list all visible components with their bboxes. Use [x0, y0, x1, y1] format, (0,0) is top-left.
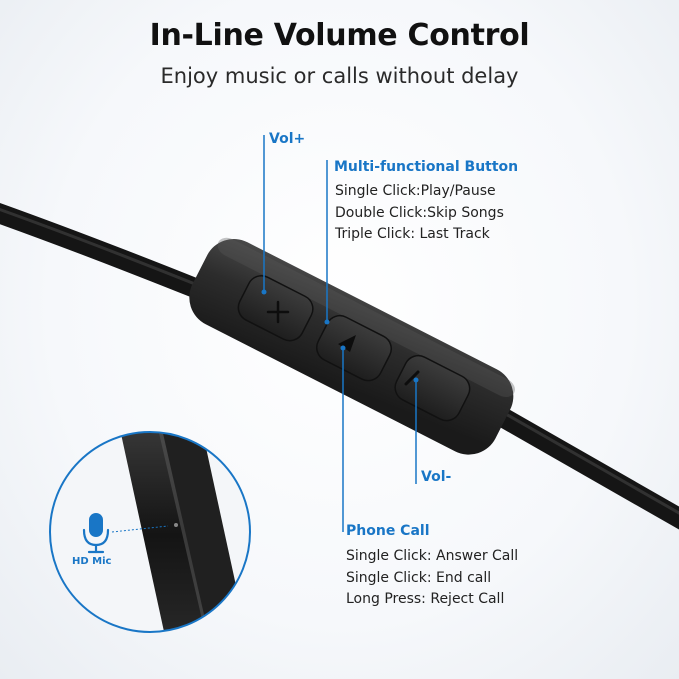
play-icon	[338, 335, 356, 352]
cable-left	[0, 202, 210, 300]
multi-button-line: Double Click:Skip Songs	[335, 204, 504, 221]
plus-icon	[266, 300, 290, 324]
phone-call-line: Long Press: Reject Call	[346, 591, 505, 607]
phone-call-description: Single Click: Answer Call Single Click: …	[346, 546, 518, 611]
page-subtitle: Enjoy music or calls without delay	[160, 64, 519, 88]
hd-mic-label: HD Mic	[72, 556, 112, 567]
vol-up-label: Vol+	[269, 131, 306, 147]
vol-down-label: Vol-	[421, 469, 452, 485]
microphone-icon	[82, 513, 110, 554]
phone-call-label: Phone Call	[346, 523, 430, 539]
vol-up-button	[237, 275, 314, 342]
mic-zoom-circle	[49, 431, 251, 633]
vol-down-button	[394, 354, 471, 422]
callout-lines	[263, 135, 417, 532]
multi-button-line: Triple Click: Last Track	[335, 226, 490, 242]
multi-button-description: Single Click:Play/Pause Double Click:Ski…	[335, 181, 504, 246]
phone-call-line: Single Click: Answer Call	[346, 548, 519, 564]
multi-button-label: Multi-functional Button	[334, 159, 519, 175]
page-title: In-Line Volume Control	[149, 18, 530, 53]
minus-icon	[404, 370, 420, 386]
cable-right	[480, 400, 679, 530]
multi-button-line: Single Click:Play/Pause	[335, 183, 496, 199]
phone-call-line: Single Click: End call	[346, 569, 492, 586]
